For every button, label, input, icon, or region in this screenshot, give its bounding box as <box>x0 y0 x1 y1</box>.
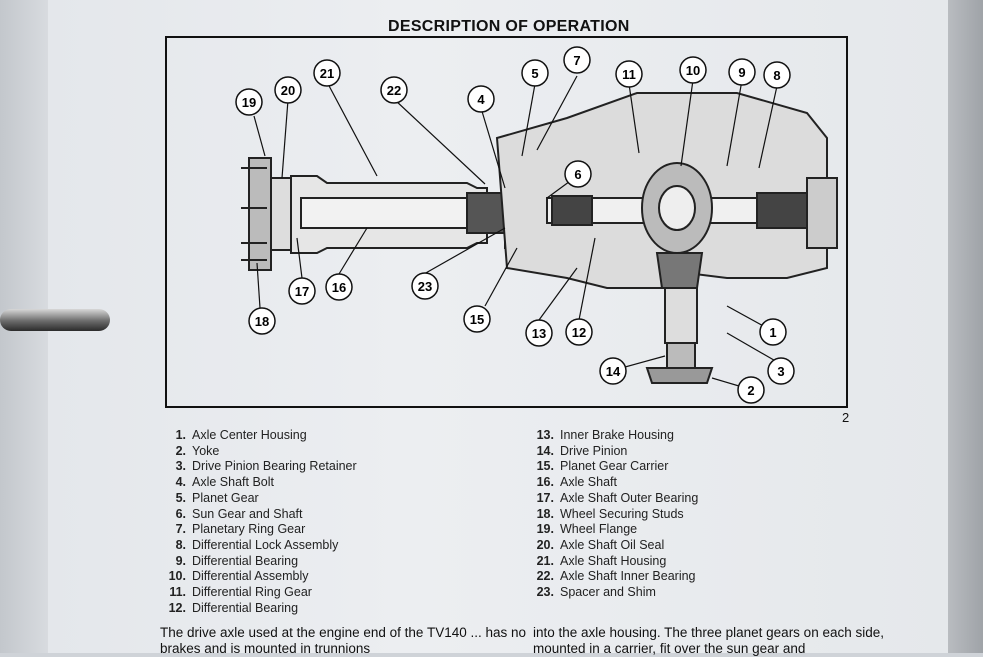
legend-item: 7.Planetary Ring Gear <box>175 522 306 537</box>
axle-cross-section-diagram: 19 20 21 22 4 5 7 6 11 10 9 8 17 16 23 1… <box>165 36 848 408</box>
legend-item: 22.Axle Shaft Inner Bearing <box>536 569 696 584</box>
svg-text:6: 6 <box>574 167 581 182</box>
svg-text:17: 17 <box>295 284 309 299</box>
callout-10: 10 <box>679 56 707 84</box>
svg-text:16: 16 <box>332 280 346 295</box>
callout-8: 8 <box>763 61 791 89</box>
svg-text:11: 11 <box>622 67 636 82</box>
legend-item: 10.Differential Assembly <box>168 569 309 584</box>
page-heading: DESCRIPTION OF OPERATION <box>388 18 630 35</box>
legend-item: 11.Differential Ring Gear <box>169 585 312 600</box>
callout-7: 7 <box>563 46 591 74</box>
svg-text:22: 22 <box>387 83 401 98</box>
svg-text:15: 15 <box>470 312 484 327</box>
callout-11: 11 <box>615 60 643 88</box>
page-edge-shadow <box>948 0 983 653</box>
svg-text:21: 21 <box>320 66 334 81</box>
legend-item: 16.Axle Shaft <box>536 475 617 490</box>
svg-text:10: 10 <box>686 63 700 78</box>
callout-9: 9 <box>728 58 756 86</box>
svg-text:8: 8 <box>773 68 780 83</box>
callout-6: 6 <box>564 160 592 188</box>
legend-item: 21.Axle Shaft Housing <box>536 553 667 568</box>
svg-text:9: 9 <box>738 65 745 80</box>
legend-item: 9.Differential Bearing <box>175 553 299 568</box>
callout-17: 17 <box>288 277 316 305</box>
legend-item: 15.Planet Gear Carrier <box>536 459 669 474</box>
callout-23: 23 <box>411 272 439 300</box>
callout-14: 14 <box>599 357 627 385</box>
legend-item: 8.Differential Lock Assembly <box>175 537 339 552</box>
legend-item: 19.Wheel Flange <box>536 522 638 537</box>
binder-ring <box>0 309 110 331</box>
callout-5: 5 <box>521 59 549 87</box>
callout-15: 15 <box>463 305 491 333</box>
svg-text:12: 12 <box>572 325 586 340</box>
legend-item: 5.Planet Gear <box>175 490 259 505</box>
callout-18: 18 <box>248 307 276 335</box>
legend-item: 13.Inner Brake Housing <box>536 428 674 442</box>
svg-text:4: 4 <box>477 92 485 107</box>
svg-text:5: 5 <box>531 66 538 81</box>
legend-item: 3.Drive Pinion Bearing Retainer <box>175 459 357 474</box>
callout-12: 12 <box>565 318 593 346</box>
callout-22: 22 <box>380 76 408 104</box>
legend-item: 2.Yoke <box>175 443 220 458</box>
legend-right-column: 13.Inner Brake Housing 14.Drive Pinion 1… <box>528 428 699 601</box>
svg-text:20: 20 <box>281 83 295 98</box>
svg-text:3: 3 <box>777 364 784 379</box>
svg-text:2: 2 <box>747 383 754 398</box>
callout-2: 2 <box>737 376 765 404</box>
legend-item: 4.Axle Shaft Bolt <box>175 475 274 490</box>
legend-item: 20.Axle Shaft Oil Seal <box>536 537 665 552</box>
callout-4: 4 <box>467 85 495 113</box>
legend-item: 17.Axle Shaft Outer Bearing <box>536 490 699 505</box>
svg-text:7: 7 <box>573 53 580 68</box>
svg-text:13: 13 <box>532 326 546 341</box>
svg-text:1: 1 <box>769 325 776 340</box>
callout-group: 19 20 21 22 4 5 7 6 11 10 9 8 17 16 23 1… <box>235 46 795 404</box>
legend-item: 1.Axle Center Housing <box>175 428 307 442</box>
body-paragraph-left: The drive axle used at the engine end of… <box>160 625 527 656</box>
figure-number: 2 <box>842 410 850 425</box>
svg-text:23: 23 <box>418 279 432 294</box>
legend-left-column: 1.Axle Center Housing 2.Yoke 3.Drive Pin… <box>160 428 357 616</box>
legend-item: 14.Drive Pinion <box>536 443 628 458</box>
callout-1: 1 <box>759 318 787 346</box>
callout-20: 20 <box>274 76 302 104</box>
svg-text:14: 14 <box>606 364 621 379</box>
svg-text:19: 19 <box>242 95 256 110</box>
callout-19: 19 <box>235 88 263 116</box>
callout-13: 13 <box>525 319 553 347</box>
legend-item: 23.Spacer and Shim <box>536 585 656 600</box>
callout-16: 16 <box>325 273 353 301</box>
legend-item: 12.Differential Bearing <box>168 600 299 615</box>
callout-3: 3 <box>767 357 795 385</box>
manual-page <box>48 0 948 653</box>
diagram-svg: 19 20 21 22 4 5 7 6 11 10 9 8 17 16 23 1… <box>235 46 838 404</box>
svg-text:18: 18 <box>255 314 269 329</box>
legend-item: 6.Sun Gear and Shaft <box>175 506 303 521</box>
callout-21: 21 <box>313 59 341 87</box>
legend-item: 18.Wheel Securing Studs <box>536 506 684 521</box>
body-paragraph-right: into the axle housing. The three planet … <box>533 625 884 656</box>
